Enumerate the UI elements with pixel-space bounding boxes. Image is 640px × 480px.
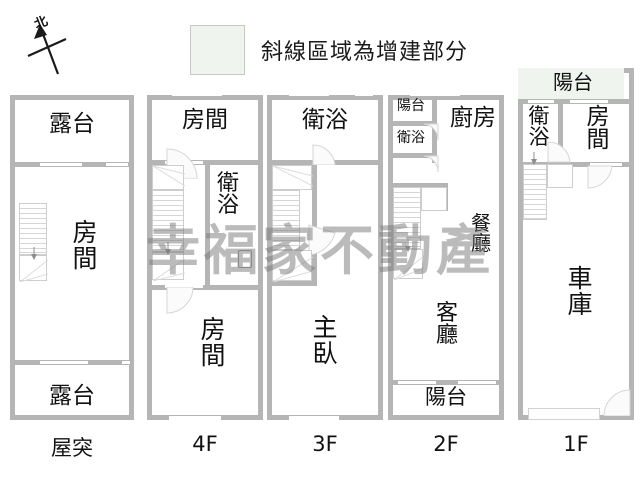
- staircase: [523, 164, 547, 220]
- room-label-room-bottom: 房 間: [200, 315, 226, 370]
- interior-wall: [147, 285, 263, 290]
- stair-direction-arrow-icon: [31, 247, 37, 260]
- room-label-balcony-bottom: 陽台: [425, 385, 467, 409]
- wall-opening: [570, 100, 608, 103]
- staircase-upper-flight: [421, 187, 447, 211]
- floor-caption-roof: 屋突: [51, 436, 93, 460]
- staircase-landing-upper: [152, 165, 186, 190]
- interior-wall: [267, 281, 317, 286]
- interior-wall: [388, 121, 437, 126]
- room-label-terrace-top: 露台: [49, 111, 95, 137]
- floor-panel-3f[interactable]: 衛浴 主 臥: [267, 92, 383, 420]
- room-label-balcony-top: 陽台: [397, 98, 425, 114]
- room-label-bathroom: 衛浴: [302, 107, 348, 133]
- room-label-dining-room: 餐 廳: [471, 211, 491, 256]
- stair-direction-arrow-icon: [531, 152, 537, 165]
- interior-wall: [518, 162, 634, 167]
- staircase-landing: [393, 249, 425, 281]
- floor-caption-2f: 2F: [433, 432, 459, 456]
- floor-caption-1f: 1F: [563, 432, 589, 456]
- wall-opening: [106, 163, 128, 166]
- room-label-living-room: 客 廳: [435, 301, 458, 349]
- wall-opening: [40, 163, 82, 166]
- room-label-balcony-top: 陽台: [553, 70, 593, 94]
- staircase-landing-lower: [272, 250, 314, 283]
- legend-swatch: [190, 25, 245, 75]
- wall-opening: [458, 381, 496, 384]
- room-label-bathroom: 衛 浴: [216, 171, 239, 219]
- room-label-bathroom: 衛浴: [397, 130, 425, 146]
- toilet-fixture-icon: [238, 250, 252, 268]
- interior-wall: [558, 99, 563, 162]
- stair-direction-arrow-icon: [165, 242, 171, 255]
- wall-opening: [410, 92, 460, 96]
- extension-shaded-area: [518, 68, 624, 99]
- wall-opening: [289, 416, 339, 420]
- staircase-landing-lower: [152, 252, 186, 282]
- room-label-terrace-bottom: 露台: [49, 383, 95, 409]
- staircase: [393, 187, 421, 249]
- room-label-kitchen: 廚房: [450, 105, 496, 131]
- door-swing-icon: [423, 123, 439, 141]
- interior-wall: [388, 380, 504, 385]
- floor-caption-4f: 4F: [192, 432, 218, 456]
- wall-opening: [528, 100, 554, 103]
- interior-wall: [388, 183, 448, 188]
- garage-door: [528, 408, 600, 420]
- doorway: [165, 284, 203, 288]
- door-swing-icon: [312, 144, 336, 165]
- door-swing-icon: [547, 141, 571, 163]
- wall-opening: [355, 92, 373, 96]
- north-arrow-icon: [27, 24, 67, 75]
- staircase-landing: [19, 255, 49, 283]
- floor-panel-2f[interactable]: 陽台 衛浴 廚房 餐 廳 客 廳 陽台: [388, 92, 504, 420]
- wall-opening: [289, 92, 329, 96]
- door-swing-icon: [423, 155, 439, 173]
- door-swing-icon: [166, 287, 194, 314]
- compass-rose: 北: [14, 6, 94, 84]
- legend-label: 斜線區域為增建部分: [261, 40, 469, 65]
- room-label-garage: 車 庫: [567, 264, 593, 319]
- wall-opening: [172, 92, 222, 96]
- floor-panel-roof[interactable]: 露台 房 間 露台: [10, 95, 134, 420]
- wall-opening: [40, 361, 88, 364]
- wall-opening: [169, 416, 221, 420]
- door-swing-icon: [603, 389, 631, 416]
- room-label-bathroom: 衛 浴: [528, 104, 550, 150]
- wall-opening: [590, 163, 622, 166]
- floor-panel-4f[interactable]: 房間 衛 浴 房 間: [147, 92, 263, 420]
- interior-wall: [388, 153, 437, 158]
- staircase: [19, 203, 47, 255]
- stair-direction-arrow-icon: [405, 239, 411, 252]
- floor-caption-3f: 3F: [312, 432, 338, 456]
- room-label-room-top: 房間: [182, 107, 228, 133]
- staircase-landing-upper: [272, 165, 314, 190]
- wall-opening: [122, 361, 130, 364]
- room-label-room-main: 房 間: [72, 218, 98, 273]
- door-swing-icon: [587, 165, 613, 189]
- staircase: [272, 190, 300, 250]
- interior-wall: [312, 160, 317, 285]
- wall-opening: [398, 381, 436, 384]
- room-label-room: 房 間: [586, 104, 610, 154]
- staircase-upper-flight: [547, 164, 573, 188]
- legend: 斜線區域為增建部分: [190, 25, 468, 75]
- interior-wall: [205, 160, 210, 285]
- room-label-master-bedroom: 主 臥: [312, 313, 338, 368]
- floor-panel-1f[interactable]: 陽台 衛 浴 房 間 車 庫: [518, 68, 634, 420]
